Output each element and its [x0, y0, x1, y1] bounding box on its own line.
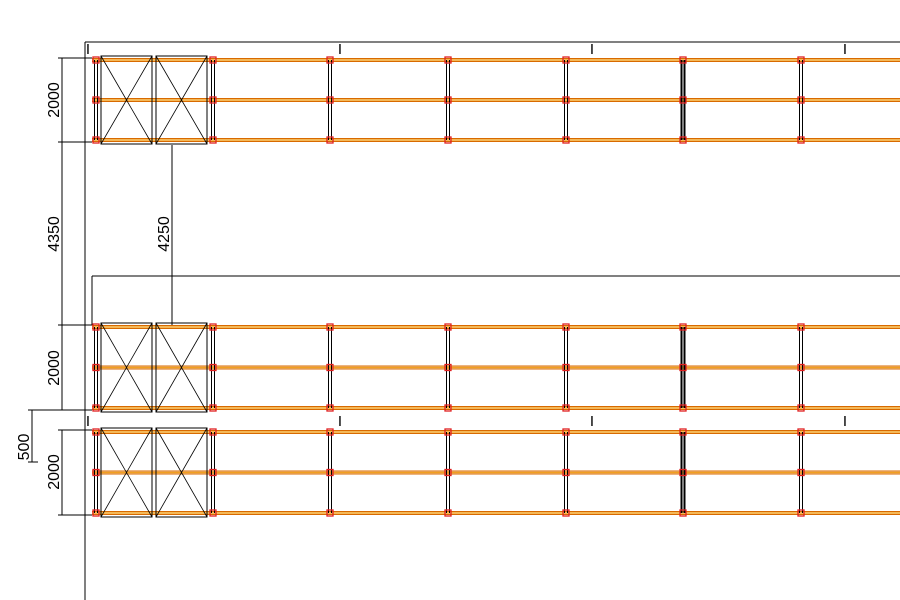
upright-node-1-5-0: [679, 323, 687, 331]
upright-node-2-5-0: [679, 428, 687, 436]
bottom-rack-row: [92, 427, 900, 518]
brace-b-2-1: [155, 427, 208, 518]
upright-node-1-3-0: [444, 323, 452, 331]
upright-node-1-2-1: [326, 363, 334, 372]
upright-node-2-1-2: [209, 509, 217, 517]
beam-marker-0: I: [86, 41, 90, 58]
beam-marker-7: I: [843, 413, 847, 430]
brace-b-2-0: [100, 427, 153, 518]
rack-rows: [92, 55, 900, 518]
brace-b-1-0: [100, 322, 153, 413]
upright-node-0-0-0: [92, 56, 100, 64]
upright-node-1-1-0: [209, 323, 217, 331]
upright-node-2-4-0: [562, 428, 570, 436]
upright-node-0-5-1: [679, 96, 687, 104]
upright-node-0-3-0: [444, 56, 452, 64]
middle-rack-row: [92, 322, 900, 413]
dim-text-500: 500: [16, 434, 33, 461]
upright-node-1-4-1: [562, 363, 570, 372]
beam-marker-4: I: [86, 413, 90, 430]
braced-bay-0-1: [155, 55, 208, 145]
upright-node-2-3-1: [444, 468, 452, 477]
upright-node-0-4-0: [562, 56, 570, 64]
dim-text-top-2000: 2000: [46, 82, 63, 118]
upright-node-1-1-2: [209, 404, 217, 412]
upright-node-0-3-1: [444, 96, 452, 104]
brace-b-0-1: [155, 55, 208, 145]
upright-node-1-6-2: [797, 404, 805, 412]
upright-node-2-5-1: [679, 468, 687, 477]
braced-bay-1-1: [155, 322, 208, 413]
upright-node-1-3-1: [444, 363, 452, 372]
upright-node-0-2-1: [326, 96, 334, 104]
dim-text-middle-2000: 2000: [46, 350, 63, 386]
upright-node-0-5-2: [679, 136, 687, 144]
upright-node-0-4-1: [562, 96, 570, 104]
upright-node-0-0-2: [92, 136, 100, 144]
upright-node-2-6-0: [797, 428, 805, 436]
beam-marker-1: I: [338, 41, 342, 58]
upright-node-2-2-2: [326, 509, 334, 517]
upright-node-0-1-0: [209, 56, 217, 64]
upright-node-2-3-0: [444, 428, 452, 436]
upright-node-2-0-0: [92, 428, 100, 436]
upright-node-1-0-2: [92, 404, 100, 412]
beam-marker-3: I: [843, 41, 847, 58]
upright-node-0-4-2: [562, 136, 570, 144]
upright-node-0-2-2: [326, 136, 334, 144]
upright-node-2-1-0: [209, 428, 217, 436]
upright-node-1-0-0: [92, 323, 100, 331]
beam-marker-2: I: [590, 41, 594, 58]
upright-node-1-0-1: [92, 363, 100, 372]
upright-node-0-5-0: [679, 56, 687, 64]
upright-node-1-3-2: [444, 404, 452, 412]
braced-bay-2-0: [100, 427, 153, 518]
upright-node-1-5-2: [679, 404, 687, 412]
top-rack-row: [92, 55, 900, 145]
braced-bay-0-0: [100, 55, 153, 145]
brace-b-0-0: [100, 55, 153, 145]
upright-node-1-2-2: [326, 404, 334, 412]
upright-node-0-6-2: [797, 136, 805, 144]
brace-b-1-1: [155, 322, 208, 413]
beam-marker-5: I: [338, 413, 342, 430]
upright-node-2-2-1: [326, 468, 334, 477]
upright-node-1-5-1: [679, 363, 687, 372]
dim-text-4350: 4350: [46, 216, 63, 252]
upright-node-0-6-1: [797, 96, 805, 104]
upright-node-2-6-2: [797, 509, 805, 517]
upright-node-0-3-2: [444, 136, 452, 144]
upright-node-0-1-1: [209, 96, 217, 104]
beam-marker-6: I: [590, 413, 594, 430]
braced-bay-1-0: [100, 322, 153, 413]
upright-node-2-4-1: [562, 468, 570, 477]
dimension-lines: [28, 57, 173, 516]
upright-node-1-6-0: [797, 323, 805, 331]
dim-text-bottom-2000: 2000: [46, 454, 63, 490]
upright-node-0-1-2: [209, 136, 217, 144]
upright-node-2-6-1: [797, 468, 805, 477]
braced-bay-2-1: [155, 427, 208, 518]
upright-node-0-2-0: [326, 56, 334, 64]
upright-node-0-0-1: [92, 96, 100, 104]
upright-node-1-4-2: [562, 404, 570, 412]
upright-node-2-1-1: [209, 468, 217, 477]
upright-node-2-0-2: [92, 509, 100, 517]
upright-node-1-6-1: [797, 363, 805, 372]
upright-node-2-4-2: [562, 509, 570, 517]
upright-node-1-2-0: [326, 323, 334, 331]
beam-markers: I I I I I I I I: [86, 41, 847, 430]
upright-node-2-0-1: [92, 468, 100, 477]
upright-node-2-5-2: [679, 509, 687, 517]
dim-text-4250: 4250: [156, 216, 173, 252]
upright-node-2-3-2: [444, 509, 452, 517]
upright-node-2-2-0: [326, 428, 334, 436]
upright-node-1-1-1: [209, 363, 217, 372]
upright-node-0-6-0: [797, 56, 805, 64]
upright-node-1-4-0: [562, 323, 570, 331]
